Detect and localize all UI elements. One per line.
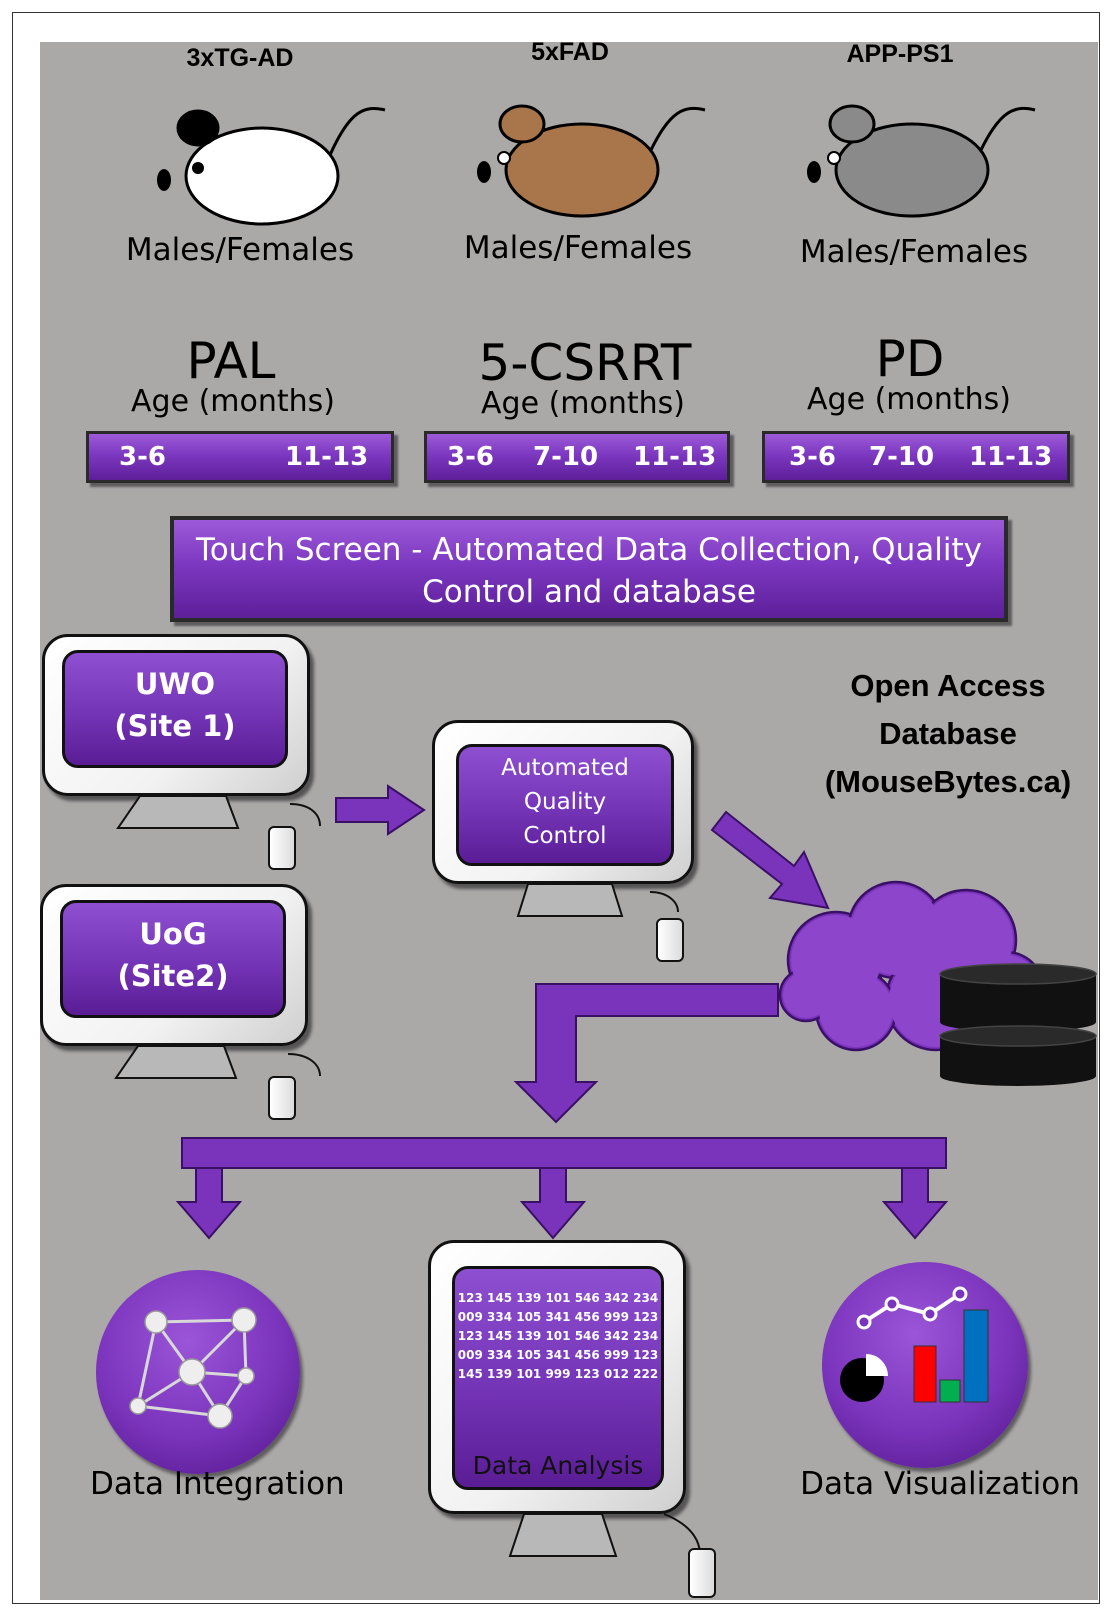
data-integration-label: Data Integration — [90, 1466, 345, 1502]
touch-screen-line1: Touch Screen - Automated Data Collection… — [196, 532, 982, 568]
analysis-stand — [508, 1513, 701, 1557]
arrow-qc-to-cloud-icon — [710, 810, 830, 910]
strain-sex-app-ps1: Males/Females — [799, 234, 1029, 270]
task-age-label-pal: Age (months) — [131, 384, 335, 419]
site-2-stand — [114, 1045, 321, 1079]
site-1-mouse-icon — [268, 826, 296, 870]
site-1-name: UWO — [134, 667, 216, 701]
qc-line1: Automated — [501, 755, 629, 781]
touch-screen-banner: Touch Screen - Automated Data Collection… — [170, 516, 1008, 622]
site-1-screen: UWO (Site 1) — [62, 650, 288, 768]
analysis-screen: 123 145 139 101 546 342 234 009 334 105 … — [452, 1266, 664, 1490]
age-bar-pal: 3-6 11-13 — [86, 431, 394, 483]
database-line3: (MouseBytes.ca) — [824, 764, 1072, 799]
data-visualization-label: Data Visualization — [800, 1466, 1080, 1502]
task-age-label-pd: Age (months) — [807, 382, 1011, 417]
mouse-3xtg-icon — [157, 106, 386, 226]
site-2-name: UoG — [139, 917, 207, 951]
task-name-pal: PAL — [186, 332, 276, 390]
strain-sex-3xtg: Males/Females — [125, 232, 355, 268]
strain-name-5xfad: 5xFAD — [531, 38, 609, 66]
strain-name-app-ps1: APP-PS1 — [846, 40, 954, 68]
database-line2: Database — [879, 716, 1017, 751]
qc-line3: Control — [523, 823, 607, 849]
number-row: 009 334 105 341 456 999 123 — [457, 1348, 659, 1362]
task-name-pd: PD — [875, 330, 945, 388]
age-5csrrt-3-6: 3-6 — [447, 442, 494, 472]
analysis-mouse-icon — [688, 1548, 716, 1598]
age-bar-5-csrrt: 3-6 7-10 11-13 — [424, 431, 730, 483]
age-pal-11-13: 11-13 — [285, 442, 369, 472]
qc-mouse-icon — [656, 918, 684, 962]
site-1-stand — [116, 795, 321, 829]
data-analysis-label: Data Analysis — [472, 1451, 644, 1480]
site-2-label: (Site2) — [117, 959, 229, 993]
age-5csrrt-7-10: 7-10 — [533, 442, 599, 472]
site-2-mouse-icon — [268, 1076, 296, 1120]
number-row: 145 139 101 999 123 012 222 — [457, 1367, 659, 1381]
age-pd-3-6: 3-6 — [789, 442, 836, 472]
strain-name-3xtg: 3xTG-AD — [186, 44, 294, 72]
age-5csrrt-11-13: 11-13 — [633, 442, 717, 472]
database-line1: Open Access — [850, 668, 1046, 703]
qc-screen: Automated Quality Control — [456, 744, 674, 866]
arrow-database-to-outputs-icon — [513, 983, 779, 1124]
network-icon — [129, 1307, 257, 1429]
number-row: 123 145 139 101 546 342 234 — [457, 1291, 659, 1305]
site-1-label: (Site 1) — [114, 709, 236, 743]
task-name-5-csrrt: 5-CSRRT — [478, 334, 692, 392]
age-bar-pd: 3-6 7-10 11-13 — [762, 431, 1070, 483]
age-pal-3-6: 3-6 — [119, 442, 166, 472]
touch-screen-line2: Control and database — [422, 574, 756, 610]
qc-stand — [516, 883, 679, 917]
database-icon — [939, 963, 1097, 1086]
mouse-app-ps1-icon — [807, 104, 1036, 218]
site-2-screen: UoG (Site2) — [60, 900, 286, 1018]
age-pd-7-10: 7-10 — [869, 442, 935, 472]
number-row: 009 334 105 341 456 999 123 — [457, 1310, 659, 1324]
qc-line2: Quality — [523, 789, 607, 815]
strain-sex-5xfad: Males/Females — [463, 230, 693, 266]
number-row: 123 145 139 101 546 342 234 — [457, 1329, 659, 1343]
mouse-5xfad-icon — [477, 104, 706, 218]
chart-icon — [840, 1286, 989, 1403]
task-age-label-5-csrrt: Age (months) — [481, 386, 685, 421]
age-pd-11-13: 11-13 — [969, 442, 1053, 472]
distribution-bar — [175, 1137, 949, 1240]
arrow-sites-to-qc-icon — [335, 784, 426, 836]
number-grid: 123 145 139 101 546 342 234 009 334 105 … — [455, 1289, 661, 1384]
